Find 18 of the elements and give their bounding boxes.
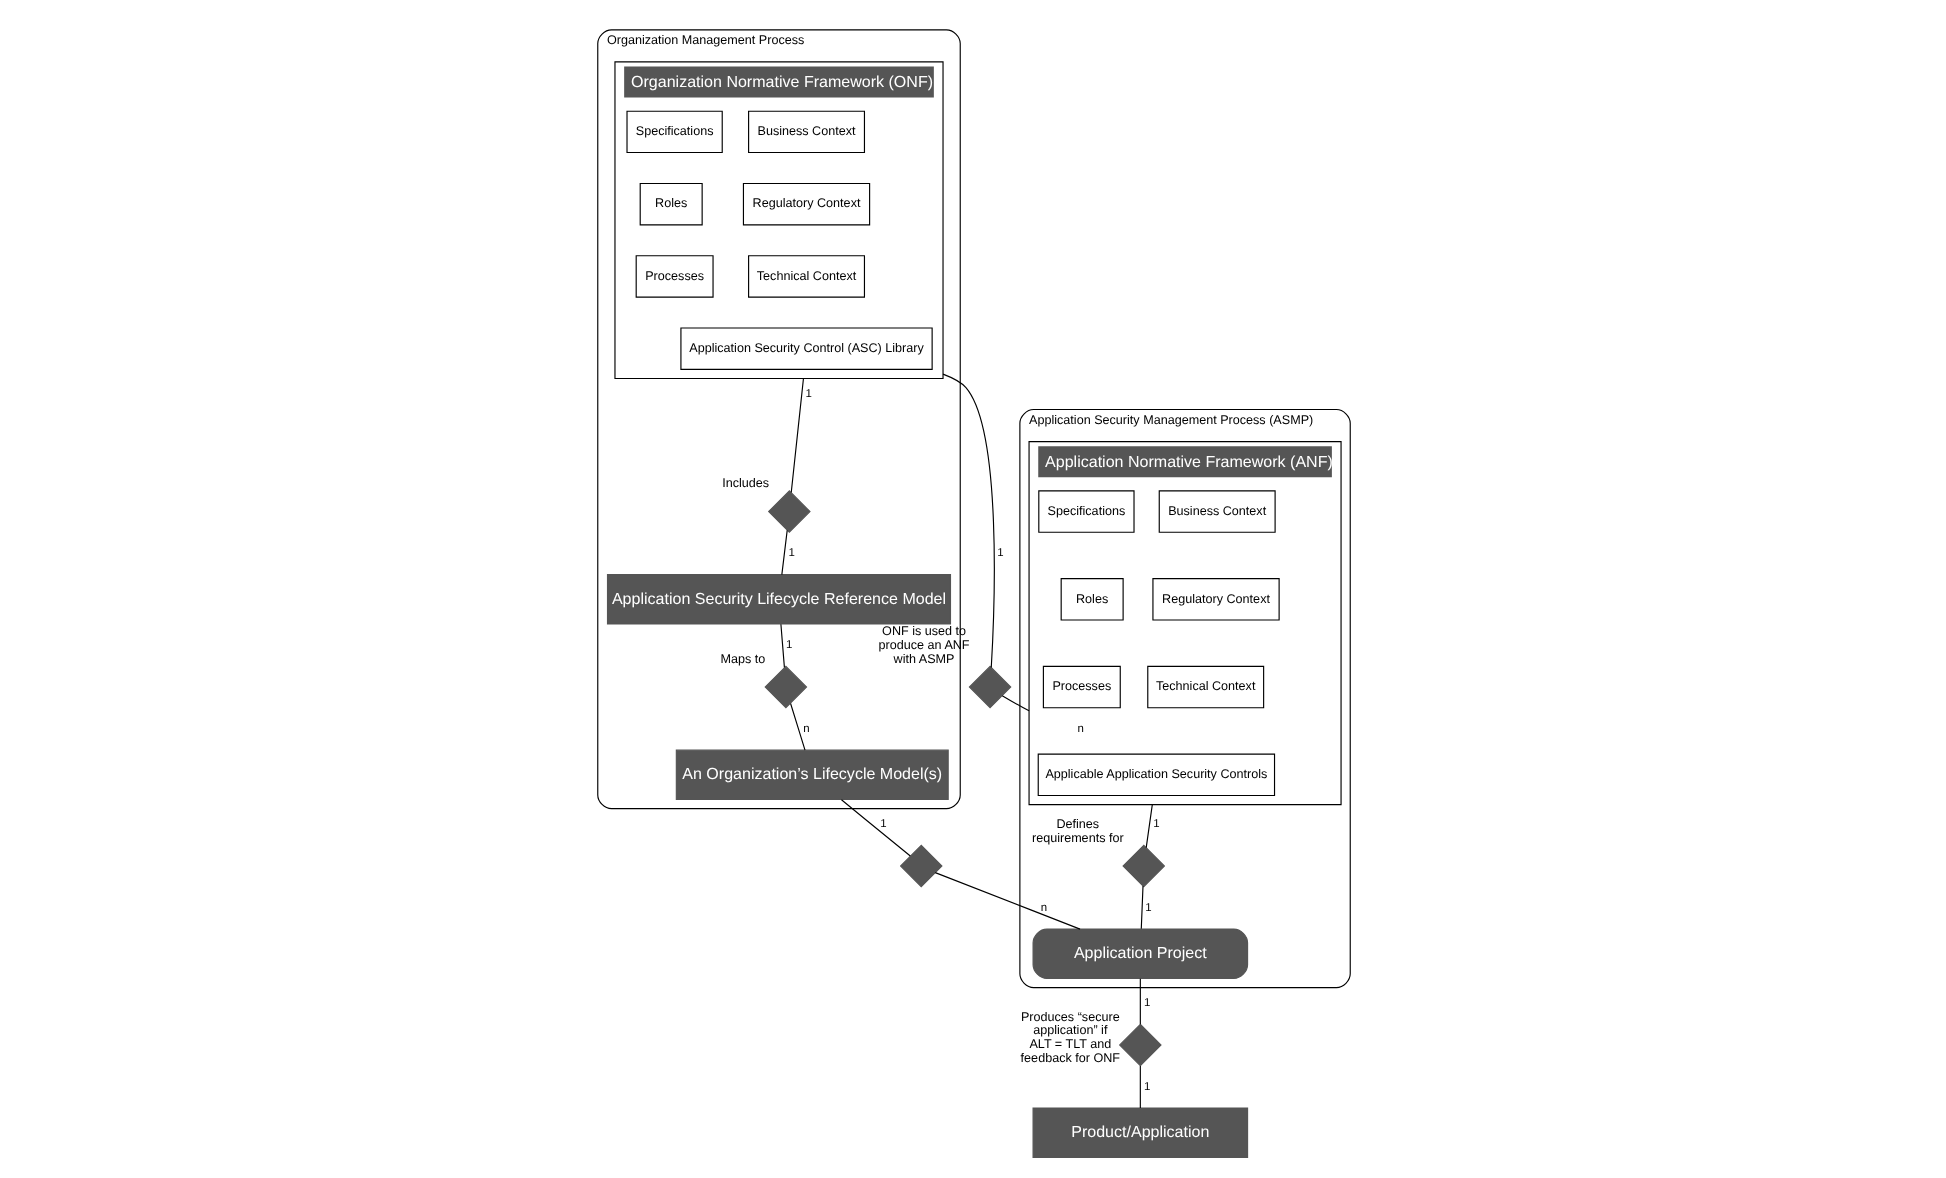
- connector: [780, 529, 787, 576]
- node-diamond: [1117, 1023, 1161, 1067]
- node-diamond: [763, 665, 807, 709]
- connector: [1138, 978, 1140, 1025]
- connector: [941, 373, 994, 669]
- connector: [839, 799, 910, 857]
- node-diamond: [898, 844, 942, 888]
- connector: [1000, 695, 1029, 712]
- connector: [1144, 804, 1152, 849]
- connector: [789, 702, 805, 751]
- node-diamond: [766, 490, 810, 534]
- node-diamond: [1121, 844, 1165, 888]
- node-diamond: [967, 665, 1011, 709]
- connector: [779, 623, 784, 668]
- connector: [1138, 1065, 1140, 1109]
- connector: [1139, 885, 1143, 930]
- connector: [933, 872, 1080, 930]
- connector: [789, 377, 804, 494]
